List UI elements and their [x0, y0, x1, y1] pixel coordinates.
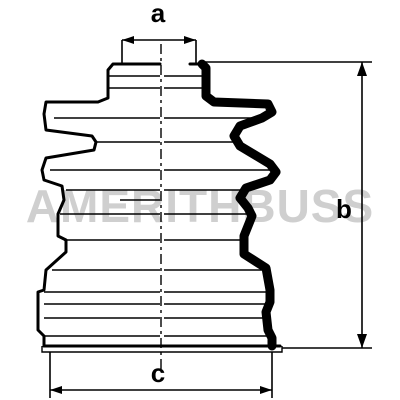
label-b: b [336, 194, 352, 224]
dimension-b: b [204, 61, 372, 349]
label-c: c [151, 358, 165, 388]
label-a: a [151, 0, 166, 28]
boot-section-profile [41, 59, 283, 353]
dimension-a: a [121, 0, 197, 64]
dimension-c: c [49, 352, 273, 398]
watermark-text: AMERITHBUSS [26, 180, 374, 232]
boot-outer-profile [36, 62, 162, 348]
